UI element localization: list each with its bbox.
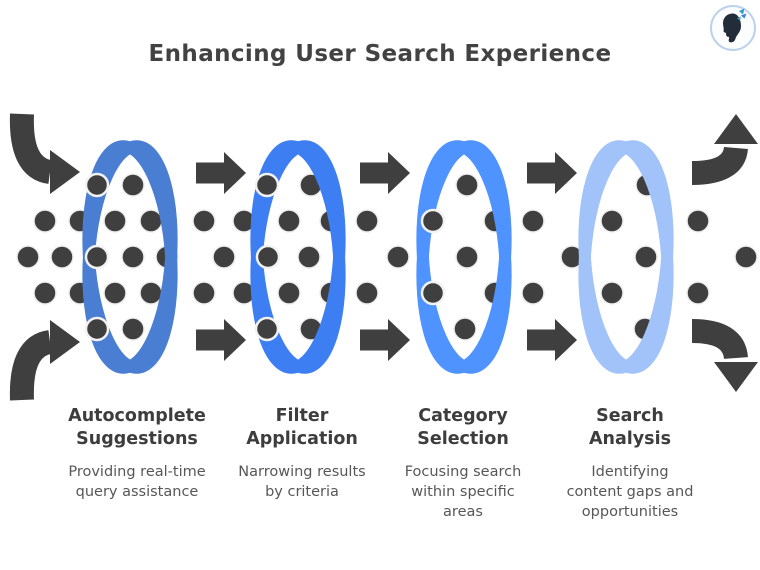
data-dot [455, 173, 479, 197]
flow-arrow-icon [527, 152, 577, 194]
data-dot [277, 281, 301, 305]
data-dot-on-ring [420, 208, 446, 234]
filter-ring-4 [578, 140, 674, 374]
exit-bottom-right-head-icon [714, 362, 758, 392]
data-dot-on-ring [84, 244, 110, 270]
data-dot [33, 281, 57, 305]
flow-arrow-icon [527, 319, 577, 361]
data-dot [212, 245, 236, 269]
data-dot [355, 209, 379, 233]
stage-2-label-block: Filter Application Narrowing results by … [222, 405, 382, 502]
flow-arrow-icon [196, 319, 246, 361]
data-dot [455, 245, 479, 269]
exit-top-right-icon [691, 145, 748, 185]
data-dot-on-ring [84, 172, 110, 198]
brand-logo [709, 4, 757, 52]
data-dot-on-ring [255, 244, 281, 270]
stage-2-description: Narrowing results by criteria [238, 464, 366, 501]
data-dot-on-ring [254, 172, 280, 198]
data-dot [686, 209, 710, 233]
data-dot [50, 245, 74, 269]
exit-top-right-head-icon [714, 114, 758, 144]
flow-arrow-icon [196, 152, 246, 194]
data-dot [734, 245, 758, 269]
data-dot [355, 281, 379, 305]
stage-1-heading: Autocomplete Suggestions [68, 406, 206, 450]
data-dot [16, 245, 40, 269]
data-dot [600, 209, 624, 233]
data-dot-on-ring [420, 280, 446, 306]
brand-logo-icon [710, 5, 756, 51]
data-dot [686, 281, 710, 305]
stage-3-label-block: Category Selection Focusing search withi… [383, 405, 543, 522]
data-dot-on-ring [254, 316, 280, 342]
data-dot [103, 209, 127, 233]
data-dot [121, 173, 145, 197]
stage-labels: Autocomplete Suggestions Providing real-… [0, 405, 760, 555]
stage-1-label-block: Autocomplete Suggestions Providing real-… [57, 405, 217, 502]
data-dot [139, 281, 163, 305]
stage-2-heading: Filter Application [246, 406, 358, 450]
entry-bottom-left-icon [9, 330, 53, 401]
data-dot [192, 281, 216, 305]
data-dot [277, 209, 301, 233]
data-dot [521, 281, 545, 305]
flow-arrow-icon [360, 152, 410, 194]
data-dot [33, 209, 57, 233]
data-dot [453, 317, 477, 341]
entry-bottom-left-head-icon [50, 320, 80, 364]
data-dot [600, 281, 624, 305]
stage-4-label-block: Search Analysis Identifying content gaps… [550, 405, 710, 522]
stage-4-heading: Search Analysis [588, 406, 672, 450]
data-dot [192, 209, 216, 233]
stage-1-description: Providing real-time query assistance [68, 464, 206, 501]
data-dot [139, 209, 163, 233]
data-dot [386, 245, 410, 269]
stage-4-description: Identifying content gaps and opportuniti… [566, 464, 694, 521]
exit-bottom-right-icon [691, 319, 748, 361]
data-dot [521, 209, 545, 233]
data-dot [634, 245, 658, 269]
flow-arrow-icon [360, 319, 410, 361]
page-title: Enhancing User Search Experience [148, 41, 612, 67]
stage-3-heading: Category Selection [417, 406, 509, 450]
stage-3-description: Focusing search within specific areas [404, 464, 522, 521]
entry-top-left-head-icon [50, 150, 80, 194]
data-dot [103, 281, 127, 305]
entry-top-left-icon [9, 113, 53, 184]
data-dot [121, 245, 145, 269]
data-dot-on-ring [84, 316, 110, 342]
data-dot [121, 317, 145, 341]
data-dot [297, 245, 321, 269]
filter-ring-3 [416, 140, 512, 374]
